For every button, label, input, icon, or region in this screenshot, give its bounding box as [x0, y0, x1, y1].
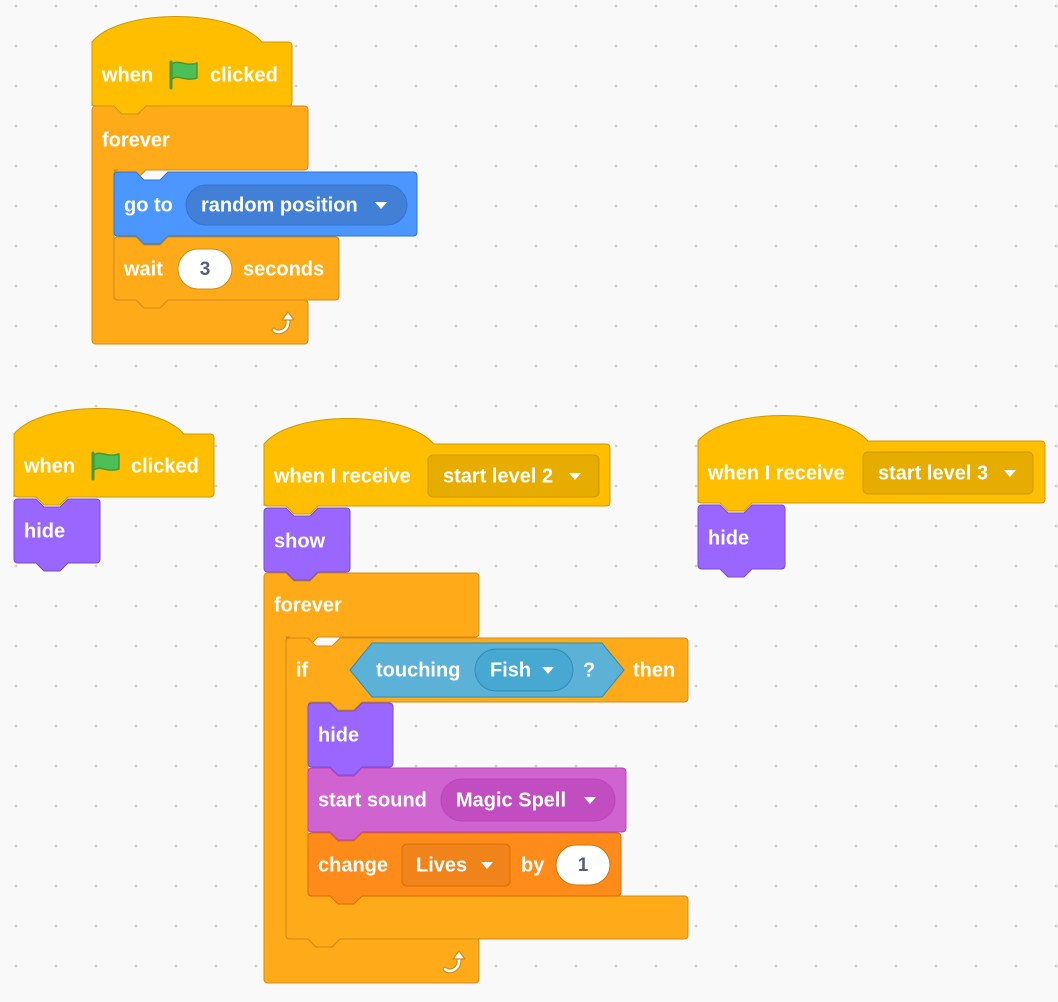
sound-dropdown-value: Magic Spell	[456, 789, 566, 811]
question-mark-label: ?	[583, 659, 595, 681]
message-dropdown-value: start level 3	[878, 462, 988, 484]
hat-when-label: when	[101, 64, 153, 86]
forever-label: forever	[102, 129, 170, 151]
variable-dropdown[interactable]	[401, 843, 511, 887]
script-receive-level-2[interactable]: forever if then touching Fish ? hide sta…	[263, 418, 689, 984]
message-dropdown[interactable]	[862, 451, 1034, 495]
hide-label: hide	[318, 724, 359, 746]
hide-block[interactable]	[697, 504, 786, 578]
message-dropdown-value: start level 2	[443, 465, 553, 487]
by-label: by	[521, 854, 545, 876]
show-label: show	[274, 530, 326, 552]
touching-dropdown[interactable]	[474, 648, 574, 692]
touching-dropdown-value: Fish	[490, 659, 531, 681]
hat-receive-label: when I receive	[273, 465, 411, 487]
wait-input[interactable]	[177, 248, 233, 290]
hide-label: hide	[708, 527, 749, 549]
hat-clicked-label: clicked	[131, 455, 199, 477]
show-block[interactable]	[263, 507, 351, 581]
variable-dropdown-value: Lives	[416, 854, 467, 876]
hat-clicked-label: clicked	[210, 64, 278, 86]
wait-unit-label: seconds	[243, 258, 324, 280]
go-to-label: go to	[124, 194, 173, 216]
hat-when-label: when	[23, 455, 75, 477]
hide-label: hide	[24, 520, 65, 542]
touching-label: touching	[376, 659, 460, 681]
wait-input-value: 3	[200, 259, 211, 280]
script-flag-hide[interactable]: hide when clicked	[13, 408, 215, 572]
go-to-dropdown[interactable]	[185, 184, 408, 226]
change-value-input[interactable]	[555, 844, 611, 886]
hat-receive-label: when I receive	[707, 462, 845, 484]
hide-block[interactable]	[13, 498, 101, 572]
message-dropdown[interactable]	[427, 454, 600, 498]
script-receive-level-3[interactable]: hide when I receive start level 3	[697, 415, 1046, 578]
wait-label: wait	[123, 258, 163, 280]
start-sound-label: start sound	[318, 789, 427, 811]
hide-block[interactable]	[307, 702, 394, 776]
forever-label: forever	[274, 594, 342, 616]
if-label: if	[296, 659, 309, 681]
then-label: then	[633, 659, 675, 681]
change-label: change	[318, 854, 388, 876]
sound-dropdown[interactable]	[440, 778, 616, 822]
script-flag-forever[interactable]: forever when clicked go to random positi…	[91, 16, 418, 345]
change-value: 1	[578, 855, 589, 876]
go-to-dropdown-value: random position	[201, 194, 358, 216]
